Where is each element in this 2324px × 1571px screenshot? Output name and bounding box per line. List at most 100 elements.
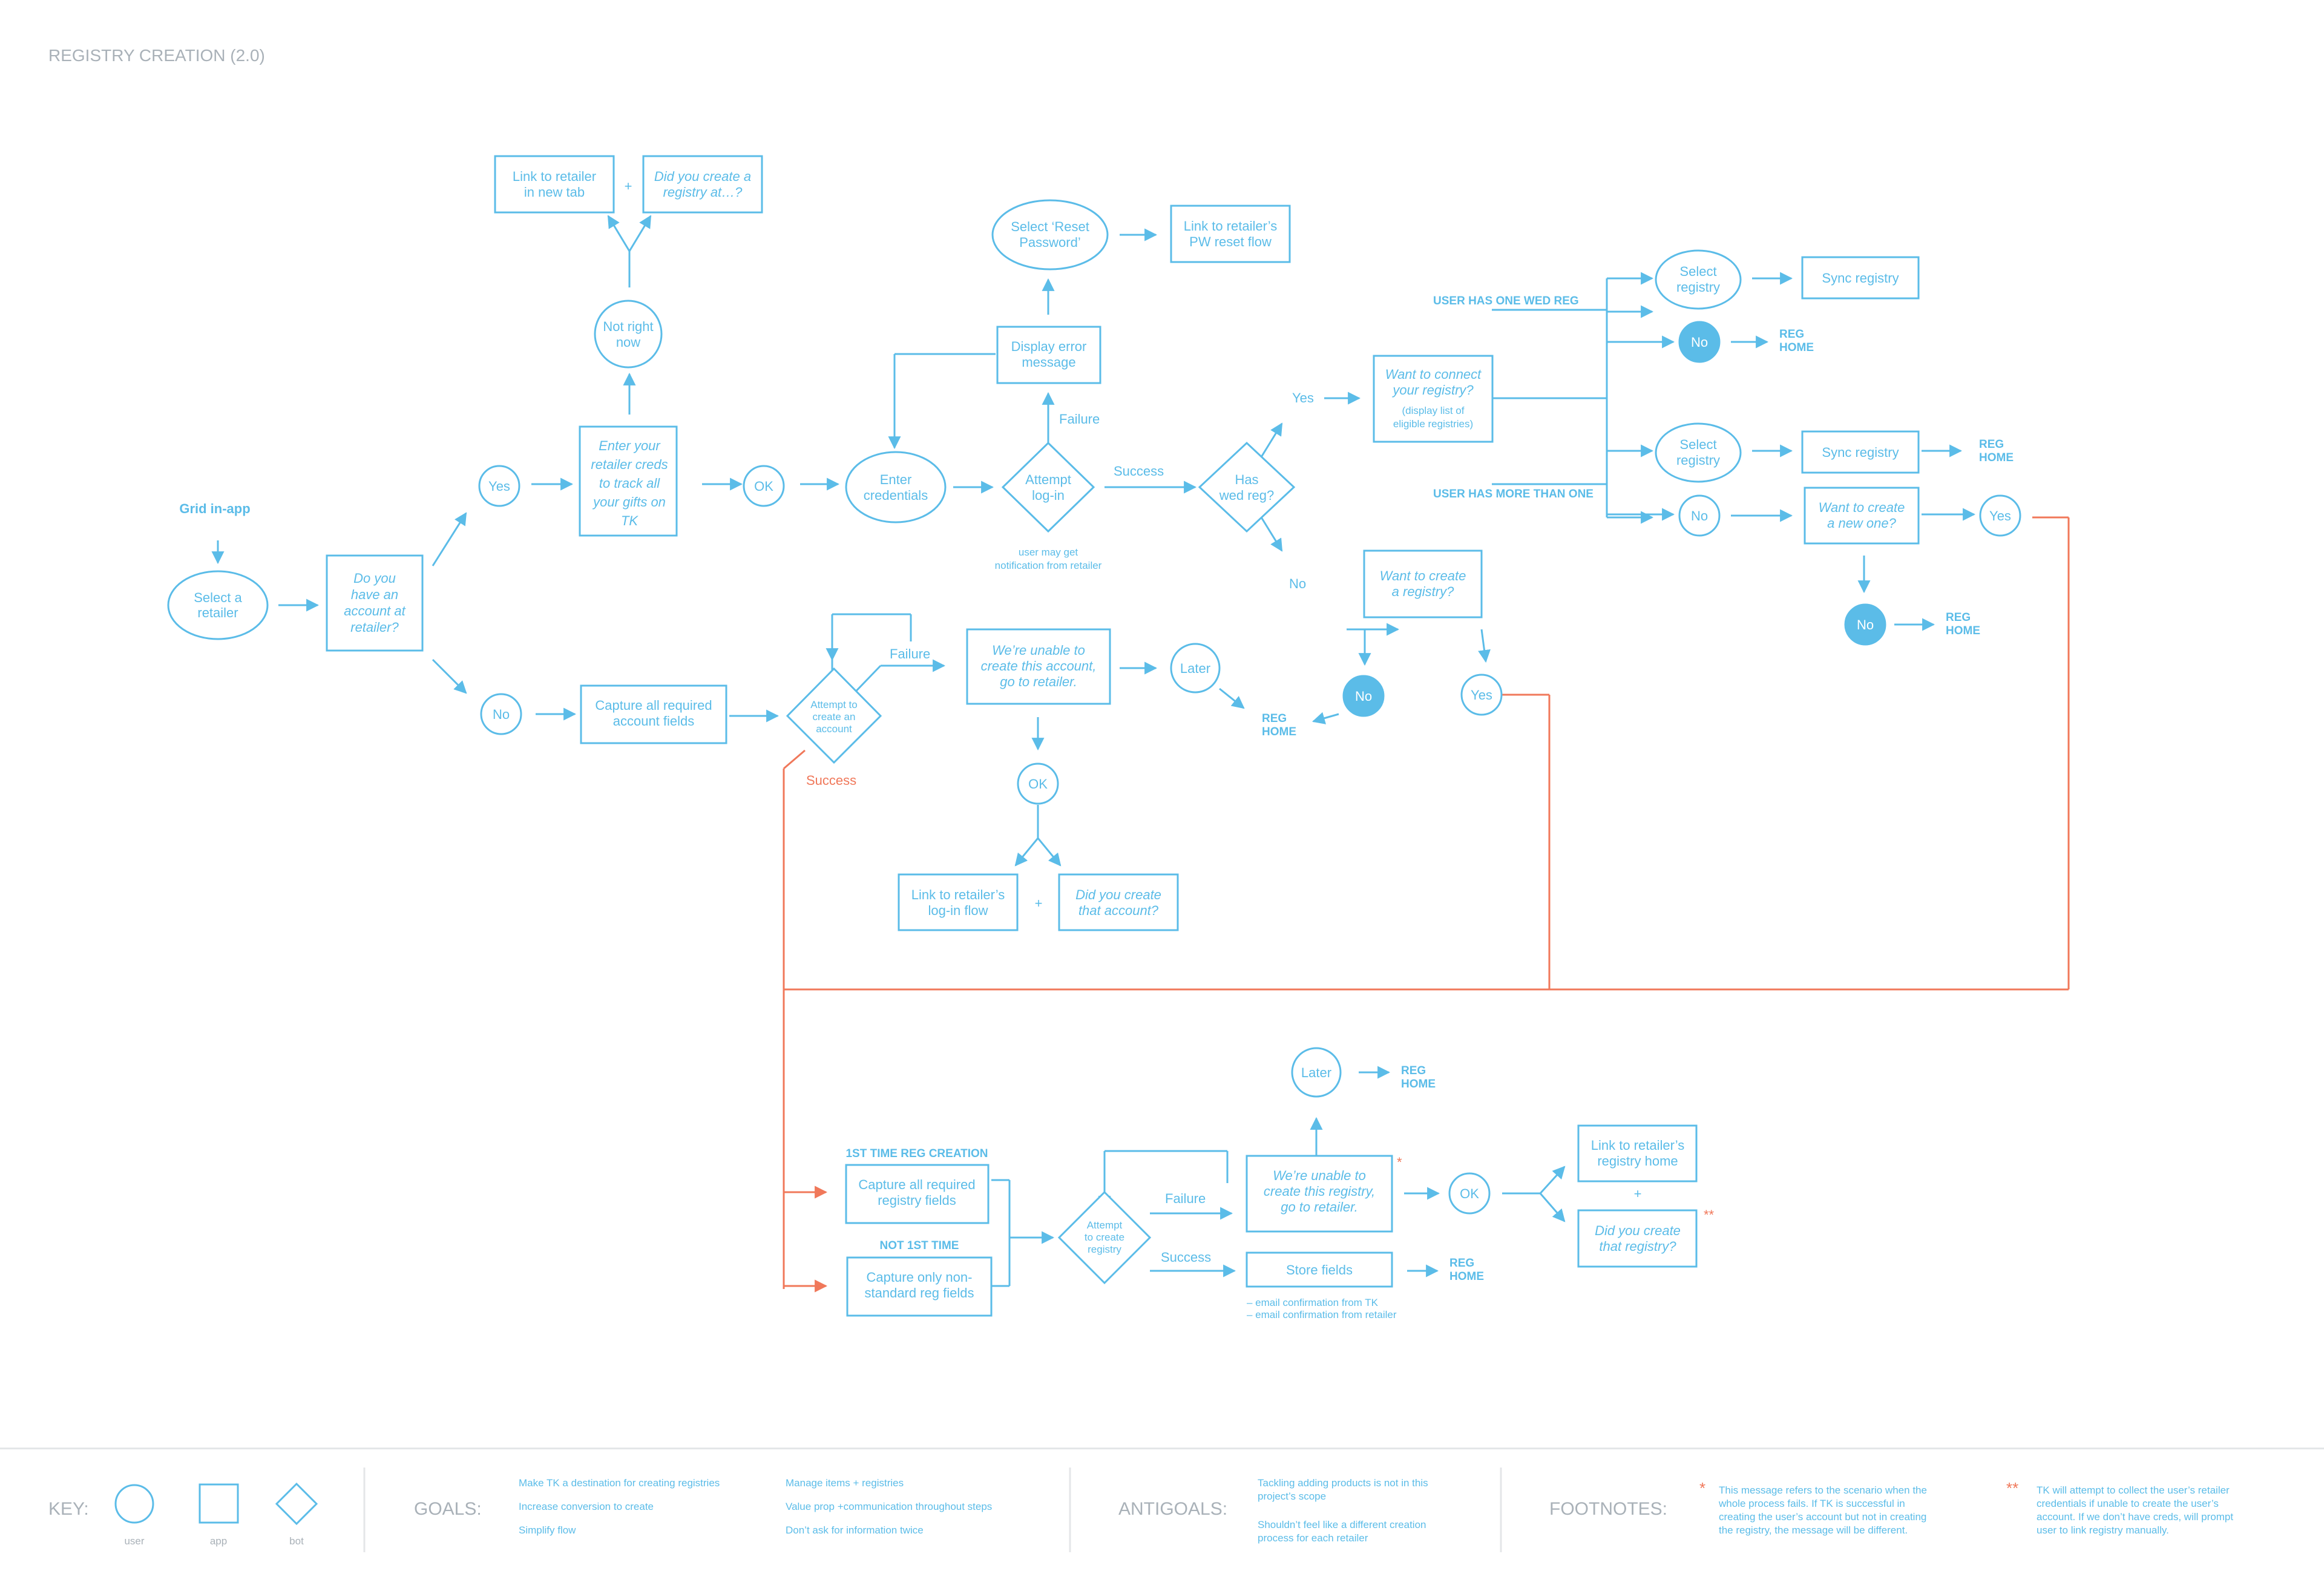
svg-text:Capture all required: Capture all required [595, 698, 712, 713]
svg-text:to track all: to track all [599, 476, 660, 491]
want-create-registry-node [1363, 549, 1483, 618]
svg-text:**: ** [1704, 1207, 1715, 1222]
svg-text:USER HAS ONE WED REG: USER HAS ONE WED REG [1433, 295, 1579, 307]
svg-text:Link to retailer’s: Link to retailer’s [1591, 1138, 1684, 1153]
svg-text:Attempt: Attempt [1025, 472, 1071, 487]
display-error-node [996, 326, 1101, 384]
footer: KEY: user app bot GOALS: Make TK a desti… [48, 1468, 2233, 1552]
svg-text:account. If we don’t have cred: account. If we don’t have creds, will pr… [2037, 1511, 2233, 1523]
svg-text:retailer: retailer [197, 605, 238, 620]
svg-text:Value prop +communication thro: Value prop +communication throughout ste… [786, 1501, 992, 1512]
did-you-create-registry-node [1577, 1209, 1698, 1268]
svg-text:**: ** [2006, 1479, 2018, 1497]
svg-text:retailer?: retailer? [350, 620, 399, 635]
svg-text:Shouldn’t feel like a differen: Shouldn’t feel like a different creation [1258, 1519, 1426, 1530]
svg-text:registry home: registry home [1597, 1153, 1678, 1169]
labels: Grid in-app Select a retailer Do you hav… [179, 169, 2014, 1320]
svg-text:Enter your: Enter your [599, 438, 661, 453]
svg-text:REG: REG [1979, 438, 2004, 451]
svg-text:to create: to create [1085, 1232, 1124, 1243]
svg-text:Has: Has [1235, 472, 1258, 487]
svg-text:HOME: HOME [1779, 341, 1814, 354]
svg-text:No: No [493, 707, 510, 722]
shapes [167, 155, 2021, 1317]
svg-text:REG: REG [1449, 1257, 1474, 1270]
capture-nonstandard-node [846, 1256, 993, 1317]
svg-text:account: account [816, 723, 852, 735]
svg-text:Failure: Failure [1165, 1191, 1206, 1206]
svg-text:Attempt: Attempt [1087, 1219, 1123, 1231]
svg-text:Select ‘Reset: Select ‘Reset [1011, 219, 1089, 234]
capture-registry-node [845, 1164, 990, 1224]
antigoals-label: ANTIGOALS: [1118, 1499, 1227, 1519]
svg-text:REG: REG [1262, 712, 1287, 725]
svg-text:have an: have an [351, 587, 398, 602]
svg-text:No: No [1691, 508, 1708, 523]
svg-text:– email confirmation from TK: – email confirmation from TK [1247, 1297, 1379, 1308]
sync-registry-node-1 [1801, 256, 1920, 300]
svg-text:Success: Success [806, 773, 856, 788]
svg-text:OK: OK [1028, 776, 1048, 792]
footer-divider [0, 1448, 2324, 1449]
did-you-create-at-node [642, 155, 763, 214]
svg-text:Select a: Select a [194, 590, 242, 605]
enter-creds-node [579, 425, 678, 537]
svg-text:Tackling adding products is no: Tackling adding products is not in this [1258, 1477, 1428, 1489]
svg-text:Later: Later [1180, 661, 1210, 676]
svg-text:Want to create: Want to create [1380, 568, 1466, 583]
have-account-node [326, 554, 424, 652]
svg-text:Do you: Do you [353, 571, 396, 586]
attempt-create-account-node [786, 667, 882, 764]
svg-text:user may get: user may get [1019, 546, 1078, 558]
svg-text:bot: bot [289, 1535, 304, 1547]
svg-text:We’re unable to: We’re unable to [992, 643, 1085, 658]
svg-text:Don’t ask for information twic: Don’t ask for information twice [786, 1524, 924, 1536]
svg-text:Did you create: Did you create [1075, 887, 1161, 902]
svg-text:that account?: that account? [1078, 903, 1159, 918]
svg-text:log-in: log-in [1032, 488, 1065, 503]
sync-registry-node-2 [1801, 430, 1920, 474]
svg-text:NOT 1ST TIME: NOT 1ST TIME [880, 1239, 959, 1252]
svg-text:Display error: Display error [1011, 339, 1087, 354]
select-reset-node [991, 199, 1109, 271]
svg-text:1ST TIME REG CREATION: 1ST TIME REG CREATION [845, 1147, 988, 1160]
svg-text:Failure: Failure [1059, 412, 1100, 427]
svg-text:HOME: HOME [1979, 451, 2014, 464]
svg-text:your registry?: your registry? [1391, 382, 1474, 398]
no-node-2 [1678, 494, 1721, 537]
svg-text:create an: create an [813, 711, 856, 723]
svg-text:TK will attempt to collect the: TK will attempt to collect the user’s re… [2037, 1484, 2230, 1496]
svg-text:Enter: Enter [880, 472, 912, 487]
svg-text:app: app [210, 1535, 227, 1547]
svg-text:creating the user’s account bu: creating the user’s account but not in c… [1719, 1511, 1926, 1523]
store-fields-node [1246, 1251, 1393, 1288]
svg-text:account fields: account fields [613, 713, 695, 729]
svg-text:Success: Success [1114, 464, 1164, 479]
attempt-login-node [1001, 441, 1095, 533]
svg-text:Store fields: Store fields [1286, 1262, 1353, 1277]
svg-text:Yes: Yes [1989, 508, 2011, 523]
svg-text:Yes: Yes [1292, 390, 1314, 405]
svg-text:This message refers to the sce: This message refers to the scenario when… [1719, 1484, 1927, 1496]
no-filled-node-2 [1844, 603, 1886, 646]
svg-text:Later: Later [1301, 1065, 1331, 1080]
svg-text:Sync registry: Sync registry [1822, 271, 1899, 286]
svg-text:Want to create: Want to create [1819, 500, 1905, 515]
svg-text:a registry?: a registry? [1392, 584, 1454, 599]
svg-text:your gifts on: your gifts on [592, 494, 666, 510]
svg-text:that registry?: that registry? [1599, 1239, 1676, 1254]
svg-text:*: * [1397, 1155, 1402, 1170]
svg-text:Success: Success [1161, 1250, 1211, 1265]
svg-text:project’s scope: project’s scope [1258, 1491, 1326, 1502]
svg-text:credentials: credentials [864, 488, 928, 503]
svg-text:REG: REG [1401, 1064, 1426, 1077]
svg-text:Link to retailer: Link to retailer [513, 169, 596, 184]
svg-text:eligible registries): eligible registries) [1393, 418, 1473, 430]
svg-text:Increase conversion to create: Increase conversion to create [519, 1501, 654, 1512]
svg-text:registry: registry [1676, 280, 1720, 295]
svg-text:No: No [1289, 576, 1306, 591]
svg-text:(display list of: (display list of [1402, 405, 1465, 416]
svg-text:OK: OK [1460, 1186, 1479, 1201]
svg-text:user: user [124, 1535, 144, 1547]
svg-text:log-in flow: log-in flow [928, 903, 988, 918]
